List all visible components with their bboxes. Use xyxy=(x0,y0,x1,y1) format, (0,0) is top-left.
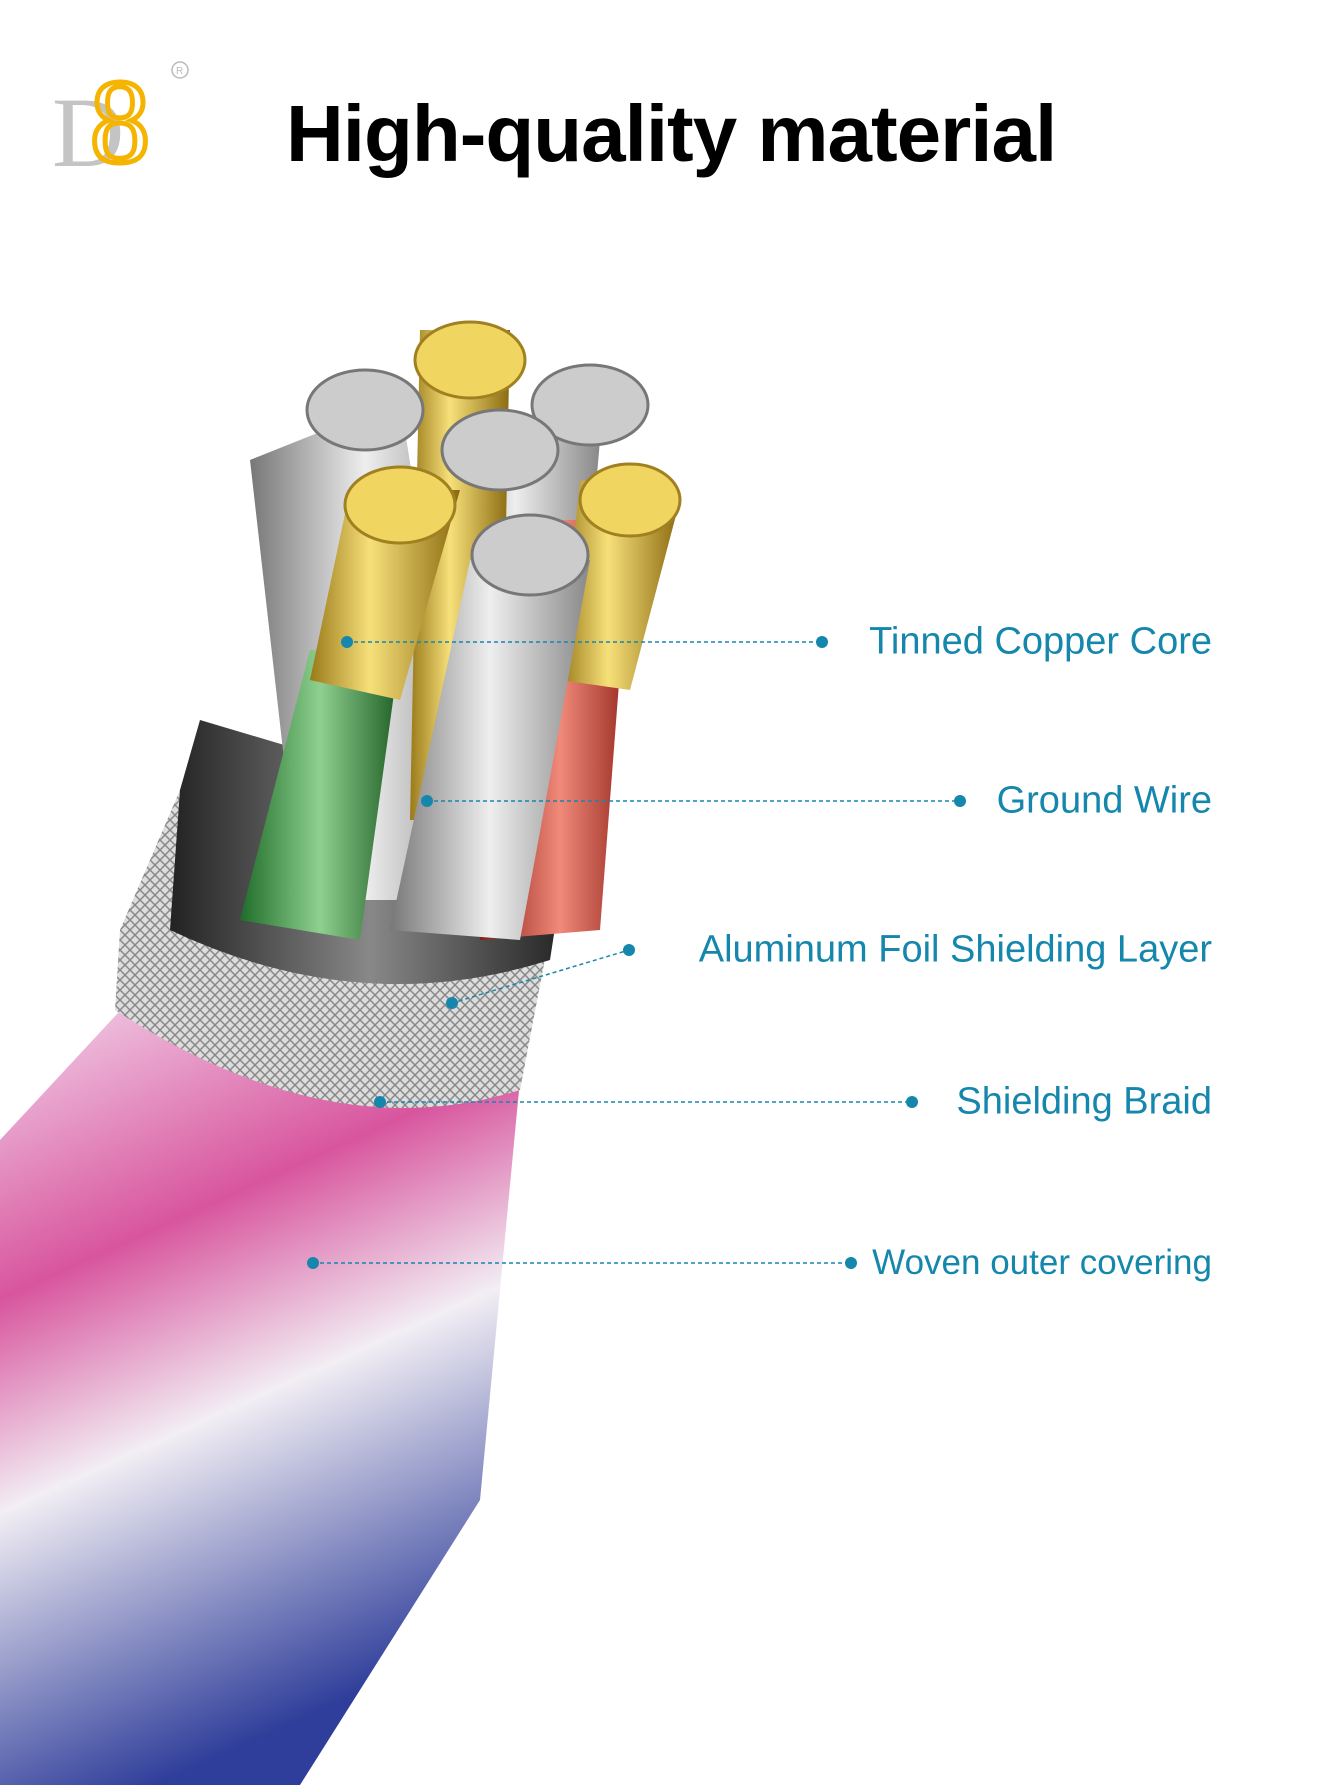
label-woven-outer-covering: Woven outer covering xyxy=(872,1243,1212,1282)
svg-text:D: D xyxy=(52,77,124,178)
svg-text:8: 8 xyxy=(90,58,150,178)
svg-text:R: R xyxy=(176,66,183,77)
label-tinned-copper-core: Tinned Copper Core xyxy=(869,620,1212,663)
label-aluminum-foil-shielding-layer: Aluminum Foil Shielding Layer xyxy=(698,928,1212,971)
label-shielding-braid: Shielding Braid xyxy=(956,1080,1212,1123)
woven-covering-shape xyxy=(0,1000,520,1785)
brand-logo: D 8 R xyxy=(52,58,189,178)
label-ground-wire: Ground Wire xyxy=(996,779,1212,822)
page-title: High-quality material xyxy=(286,89,1057,178)
